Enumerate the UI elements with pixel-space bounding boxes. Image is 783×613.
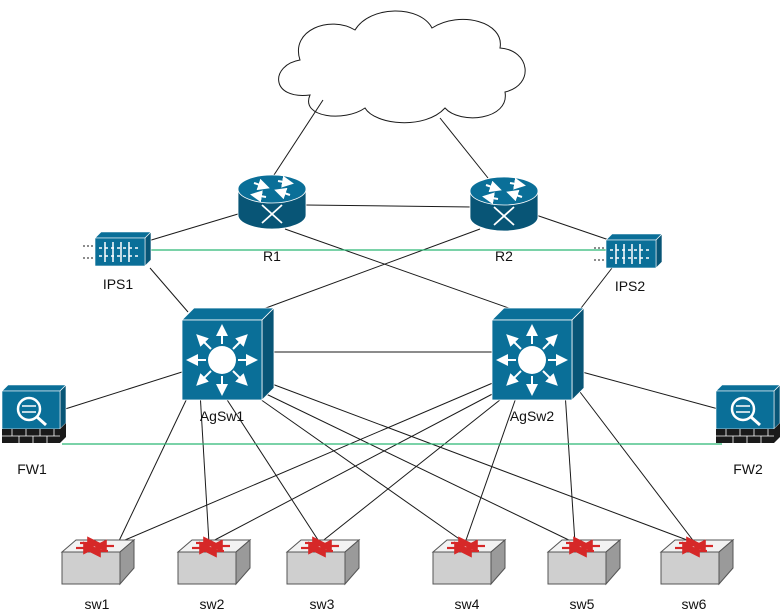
- label-fw2: FW2: [733, 461, 763, 477]
- label-sw2: sw2: [199, 596, 225, 612]
- link-cloud-r1: [271, 99, 324, 179]
- switch-sw5-icon[interactable]: [546, 536, 622, 586]
- ips-ips1-icon[interactable]: [83, 231, 152, 267]
- link-agsw1-sw2: [199, 391, 210, 544]
- link-agsw1-sw6: [271, 383, 696, 544]
- ips-ips2-icon[interactable]: [594, 233, 663, 269]
- multilayer-switch-agsw1-icon[interactable]: [181, 307, 275, 401]
- link-r1-ips1: [147, 213, 239, 242]
- multilayer-switch-agsw2-icon[interactable]: [491, 307, 585, 401]
- switch-sw6-icon[interactable]: [659, 536, 735, 586]
- label-agsw2: AgSw2: [509, 408, 555, 424]
- link-r2-ips2: [532, 213, 613, 242]
- internet-cloud-icon: [278, 10, 526, 124]
- switch-sw3-icon[interactable]: [285, 536, 361, 586]
- link-agsw2-sw3: [319, 391, 511, 544]
- link-ips2-agsw2: [577, 267, 613, 313]
- label-sw5: sw5: [569, 596, 595, 612]
- link-r1-r2: [304, 204, 473, 208]
- link-agsw2-fw2: [581, 371, 723, 411]
- label-r1: R1: [263, 248, 281, 264]
- link-agsw2-sw4: [464, 391, 519, 544]
- link-agsw2-sw1: [117, 381, 496, 544]
- link-agsw1-sw4: [249, 391, 466, 544]
- firewall-fw1-icon[interactable]: [1, 384, 67, 443]
- network-links: [61, 99, 723, 544]
- link-agsw2-sw5: [564, 391, 576, 544]
- link-agsw1-fw1: [61, 371, 183, 411]
- switch-sw1-icon[interactable]: [60, 536, 136, 586]
- switch-sw2-icon[interactable]: [176, 536, 252, 586]
- router-r2-icon[interactable]: [469, 176, 539, 232]
- link-r2-agsw1: [254, 228, 481, 313]
- link-r1-agsw2: [284, 228, 521, 313]
- router-r1-icon[interactable]: [237, 174, 307, 230]
- link-agsw1-sw3: [221, 391, 321, 544]
- link-cloud-r2: [439, 117, 489, 179]
- label-sw4: sw4: [454, 596, 480, 612]
- label-sw1: sw1: [84, 596, 110, 612]
- label-ips1: IPS1: [102, 276, 134, 292]
- link-ips1-agsw1: [149, 267, 189, 313]
- label-r2: R2: [495, 248, 513, 264]
- label-agsw1: AgSw1: [199, 408, 245, 424]
- firewall-fw2-icon[interactable]: [715, 384, 781, 443]
- link-agsw2-sw6: [579, 391, 696, 544]
- label-sw3: sw3: [309, 596, 335, 612]
- label-fw1: FW1: [17, 461, 47, 477]
- link-agsw1-sw5: [261, 391, 576, 544]
- link-agsw1-sw1: [117, 391, 191, 544]
- switch-sw4-icon[interactable]: [431, 536, 507, 586]
- link-agsw2-sw2: [208, 389, 501, 544]
- label-ips2: IPS2: [614, 278, 646, 294]
- label-sw6: sw6: [681, 596, 707, 612]
